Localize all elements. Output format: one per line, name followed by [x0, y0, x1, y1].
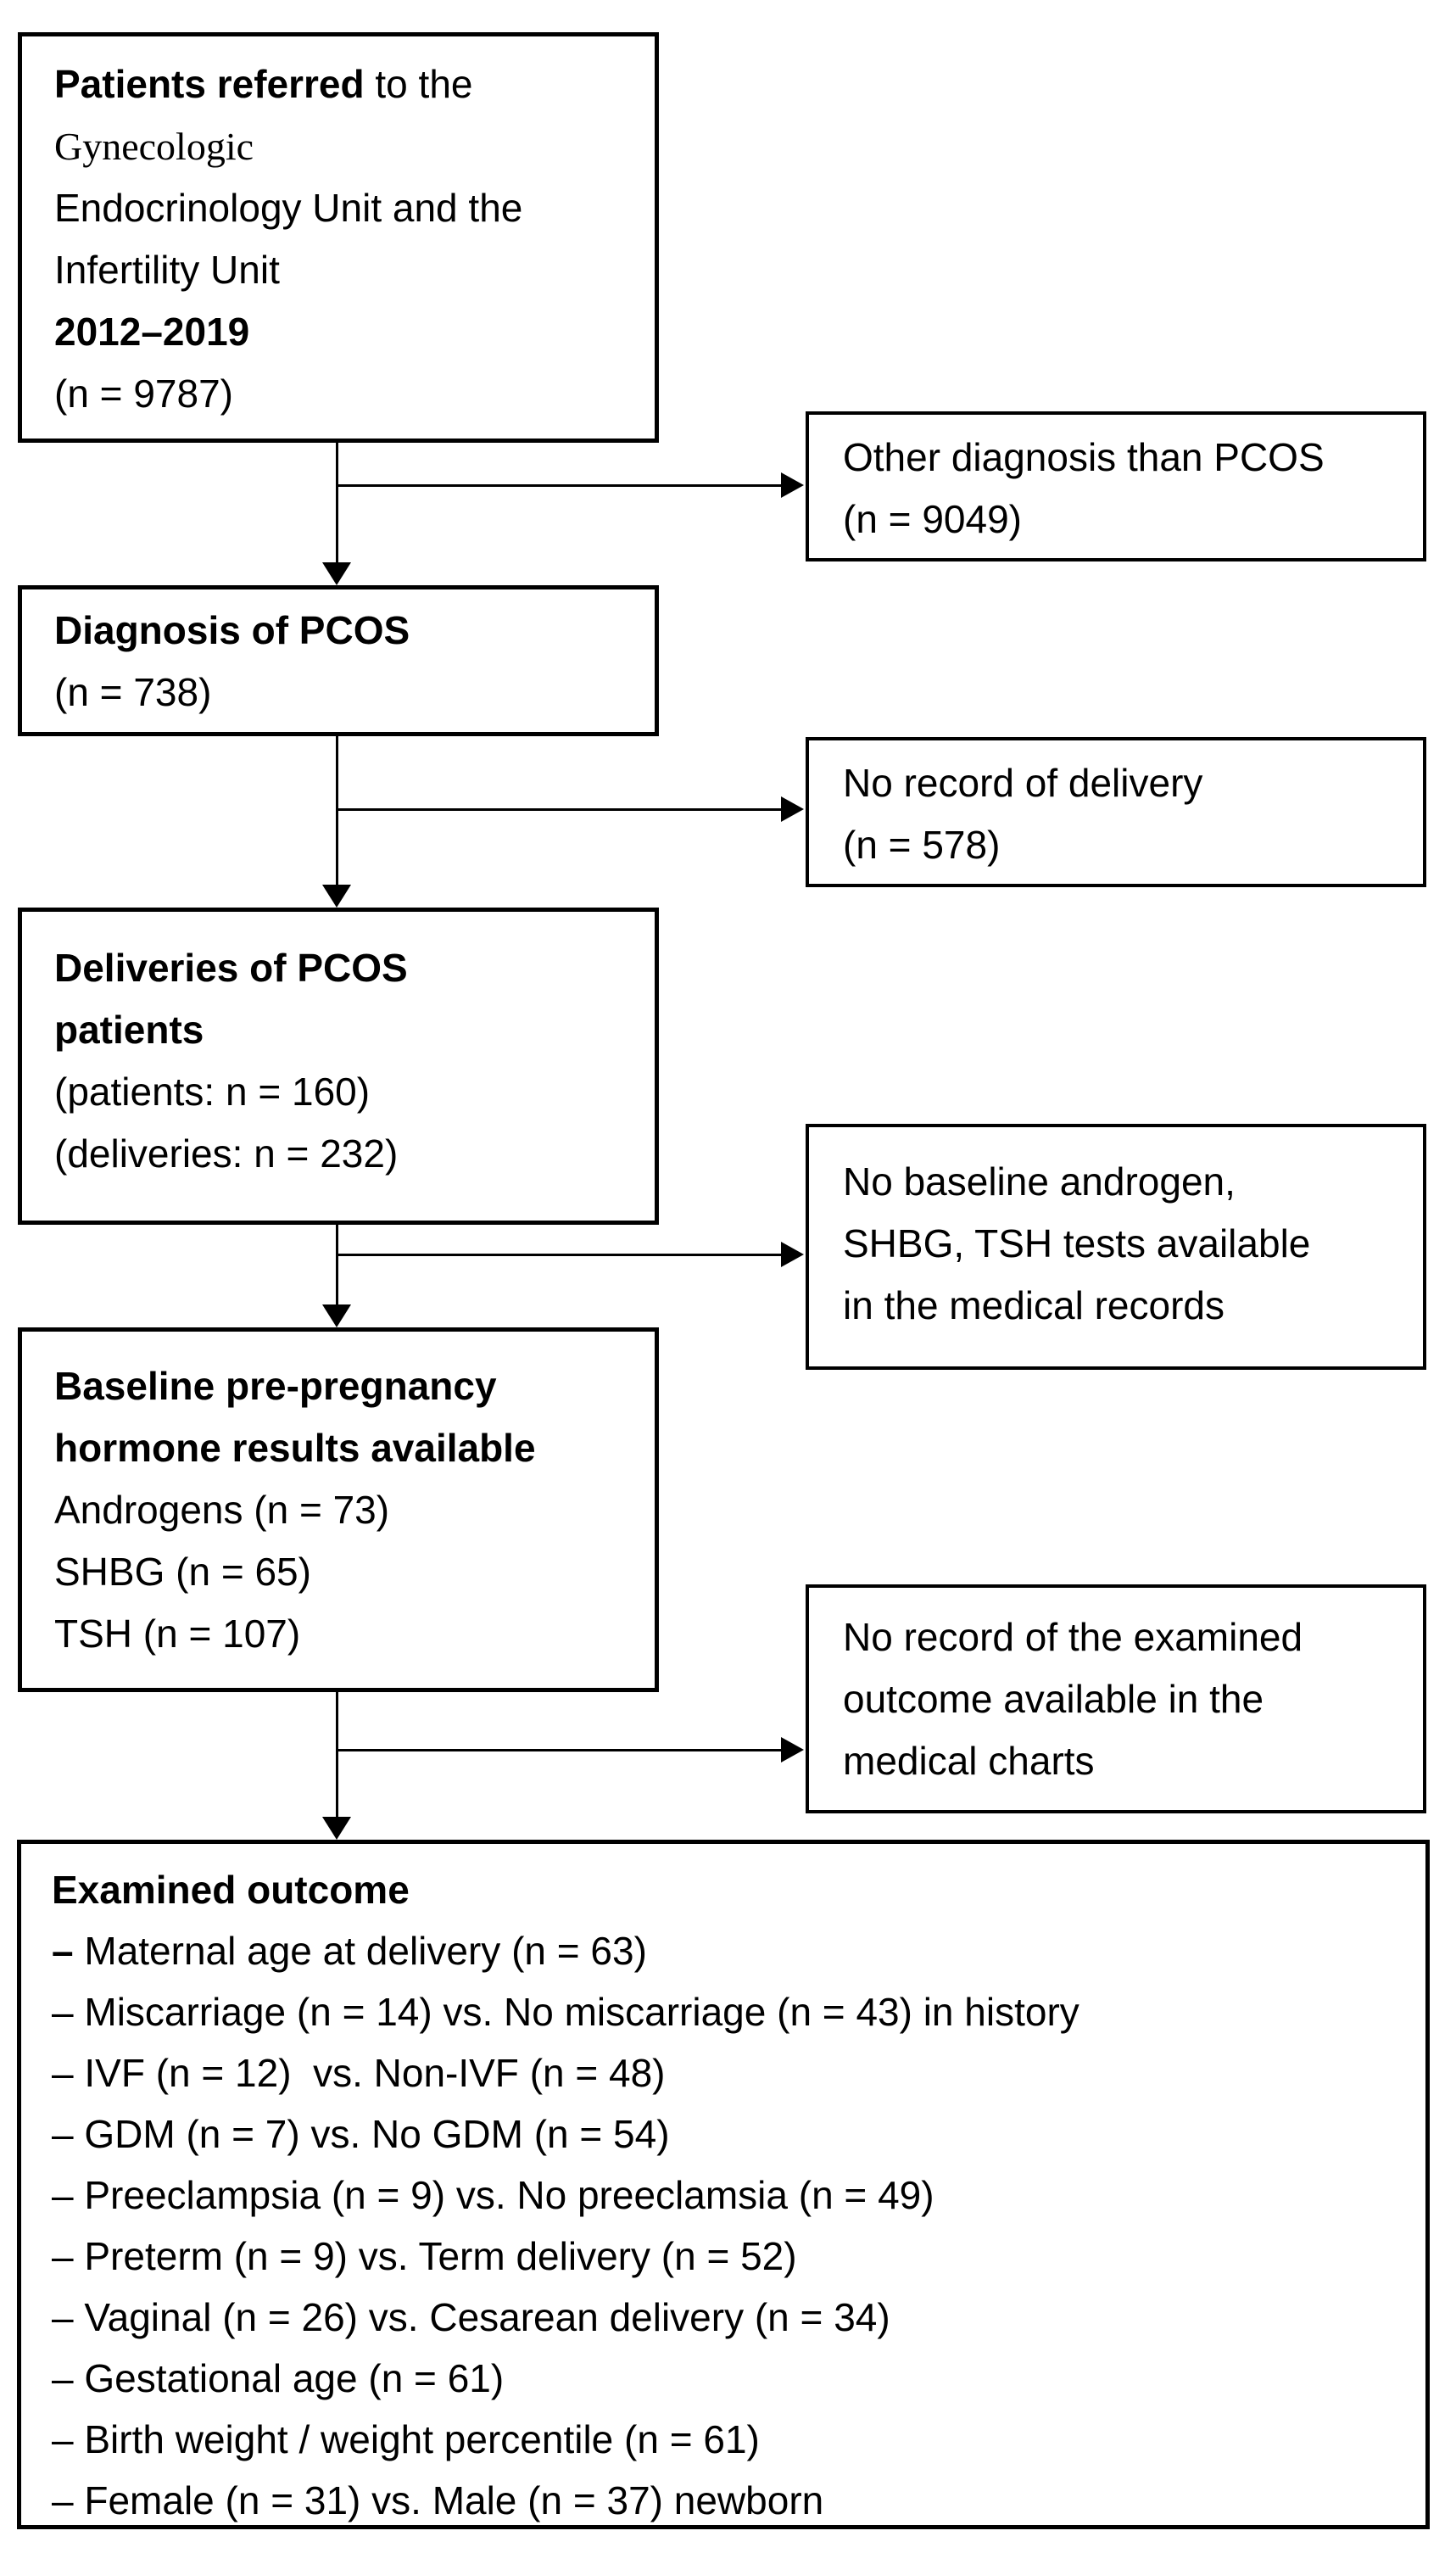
text-line: SHBG, TSH tests available [843, 1221, 1311, 1265]
box-title: hormone results available [54, 1426, 536, 1470]
box-no-outcome-record: No record of the examined outcome availa… [806, 1584, 1426, 1813]
list-item: – Maternal age at delivery (n = 63) [52, 1920, 1409, 1981]
list-item: – Preterm (n = 9) vs. Term delivery (n =… [52, 2226, 1409, 2287]
n-count: (deliveries: n = 232) [54, 1131, 399, 1176]
list-item-text: Vaginal (n = 26) vs. Cesarean delivery (… [73, 2295, 890, 2339]
n-count: (n = 738) [54, 670, 212, 714]
arrow-right-icon-3 [781, 1242, 804, 1267]
text-line: Endocrinology Unit and the [54, 186, 523, 230]
bullet-dash: – [52, 2173, 74, 2217]
list-item-text: Preterm (n = 9) vs. Term delivery (n = 5… [73, 2234, 797, 2278]
arrow-down-icon-3 [322, 1304, 351, 1327]
bullet-dash: – [52, 2356, 74, 2400]
text-line: No record of the examined [843, 1615, 1303, 1659]
box-baseline-hormones: Baseline pre-pregnancy hormone results a… [18, 1327, 659, 1692]
list-item: – IVF (n = 12) vs. Non-IVF (n = 48) [52, 2042, 1409, 2103]
connector-vertical-1 [336, 443, 338, 565]
n-count: SHBG (n = 65) [54, 1550, 311, 1594]
text-line: No baseline androgen, [843, 1159, 1236, 1204]
text-line-years: 2012–2019 [54, 310, 250, 354]
arrow-right-icon-1 [781, 472, 804, 498]
bullet-dash: – [52, 2295, 74, 2339]
list-item: – Miscarriage (n = 14) vs. No miscarriag… [52, 1981, 1409, 2042]
box-other-diagnosis: Other diagnosis than PCOS (n = 9049) [806, 411, 1426, 561]
connector-horizontal-2 [336, 808, 784, 811]
text-line: medical charts [843, 1739, 1095, 1783]
connector-horizontal-1 [336, 484, 784, 487]
bullet-dash: – [52, 2234, 74, 2278]
list-item: – Preeclampsia (n = 9) vs. No preeclamsi… [52, 2165, 1409, 2226]
bullet-dash: – [52, 2112, 74, 2156]
bullet-dash: – [52, 2417, 74, 2461]
box-title: Deliveries of PCOS [54, 946, 408, 990]
list-item-text: GDM (n = 7) vs. No GDM (n = 54) [73, 2112, 670, 2156]
list-item-text: Birth weight / weight percentile (n = 61… [73, 2417, 760, 2461]
list-item: – GDM (n = 7) vs. No GDM (n = 54) [52, 2103, 1409, 2165]
box-no-record-delivery: No record of delivery (n = 578) [806, 737, 1426, 887]
text-line: Gynecologic [54, 125, 254, 168]
list-item: – Vaginal (n = 26) vs. Cesarean delivery… [52, 2287, 1409, 2348]
arrow-right-icon-4 [781, 1737, 804, 1763]
connector-vertical-2 [336, 736, 338, 885]
arrow-right-icon-2 [781, 796, 804, 822]
box-deliveries-pcos: Deliveries of PCOS patients (patients: n… [18, 908, 659, 1225]
bullet-dash: – [52, 2051, 74, 2095]
box-examined-outcome: Examined outcome – Maternal age at deliv… [17, 1840, 1430, 2529]
list-item-text: Maternal age at delivery (n = 63) [73, 1929, 647, 1973]
text-line: in the medical records [843, 1283, 1224, 1327]
arrow-down-icon-2 [322, 885, 351, 908]
box-title: Baseline pre-pregnancy [54, 1364, 497, 1408]
n-count: (n = 9049) [843, 497, 1022, 541]
connector-vertical-3 [336, 1225, 338, 1305]
box-diagnosis-pcos: Diagnosis of PCOS (n = 738) [18, 585, 659, 736]
box-title: Patients referred to the [54, 53, 638, 115]
bullet-dash: – [52, 1929, 74, 1973]
arrow-down-icon-1 [322, 562, 351, 585]
text-line: Infertility Unit [54, 248, 280, 292]
n-count: Androgens (n = 73) [54, 1488, 390, 1532]
list-item-text: Female (n = 31) vs. Male (n = 37) newbor… [73, 2478, 824, 2522]
text-line: Other diagnosis than PCOS [843, 435, 1325, 479]
box-title: Examined outcome [52, 1868, 410, 1912]
list-item-text: Gestational age (n = 61) [73, 2356, 505, 2400]
box-no-baseline-tests: No baseline androgen, SHBG, TSH tests av… [806, 1124, 1426, 1370]
connector-horizontal-3 [336, 1254, 784, 1256]
list-item-text: Miscarriage (n = 14) vs. No miscarriage … [73, 1990, 1079, 2034]
n-count: TSH (n = 107) [54, 1612, 301, 1656]
text-line: No record of delivery [843, 761, 1203, 805]
box-title-bold: Patients referred [54, 62, 365, 106]
box-title: patients [54, 1008, 204, 1052]
box-title: Diagnosis of PCOS [54, 608, 410, 652]
bullet-dash: – [52, 2478, 74, 2522]
list-item: – Female (n = 31) vs. Male (n = 37) newb… [52, 2470, 1409, 2531]
box-patients-referred: Patients referred to the Gynecologic End… [18, 32, 659, 443]
n-count: (n = 9787) [54, 371, 233, 416]
list-item: – Gestational age (n = 61) [52, 2348, 1409, 2409]
arrow-down-icon-4 [322, 1817, 351, 1840]
box-title-rest: to the [364, 62, 473, 106]
bullet-dash: – [52, 1990, 74, 2034]
list-item-text: IVF (n = 12) vs. Non-IVF (n = 48) [73, 2051, 666, 2095]
connector-horizontal-4 [336, 1749, 784, 1751]
list-item: – Birth weight / weight percentile (n = … [52, 2409, 1409, 2470]
n-count: (patients: n = 160) [54, 1070, 371, 1114]
list-item-text: Preeclampsia (n = 9) vs. No preeclamsia … [73, 2173, 934, 2217]
connector-vertical-4 [336, 1692, 338, 1818]
n-count: (n = 578) [843, 823, 1001, 867]
text-line: outcome available in the [843, 1677, 1264, 1721]
